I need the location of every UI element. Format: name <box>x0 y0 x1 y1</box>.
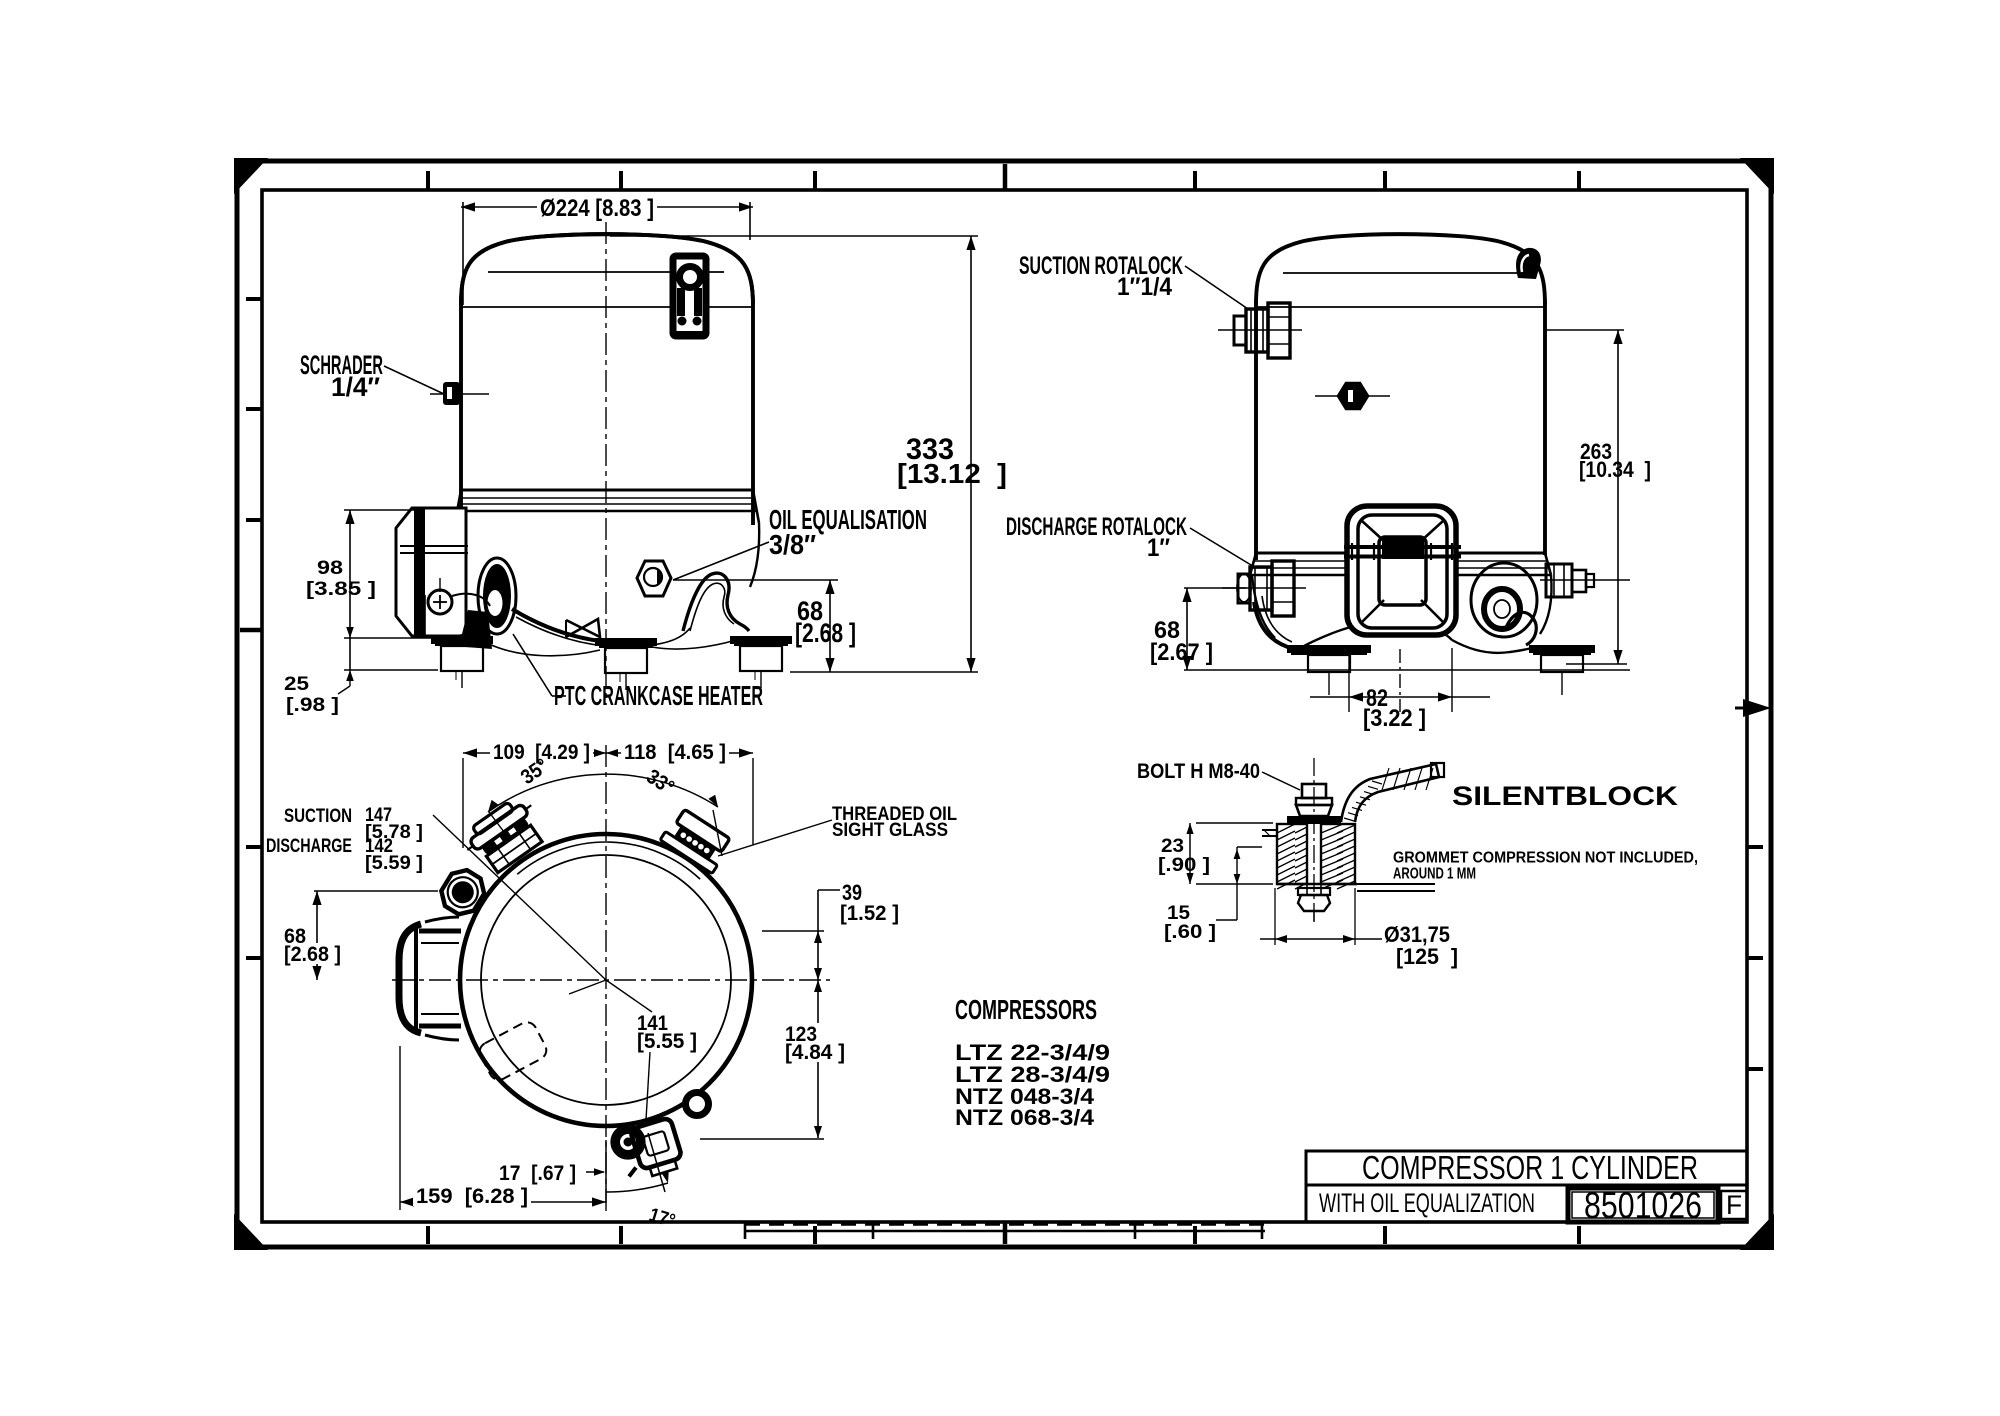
svg-text:[3.22 ]: [3.22 ] <box>1363 706 1426 732</box>
svg-text:Ø224 [8.83 ]: Ø224 [8.83 ] <box>540 196 654 222</box>
svg-text:[3.85 ]: [3.85 ] <box>306 578 376 600</box>
svg-text:THREADED OIL: THREADED OIL <box>832 803 957 825</box>
svg-text:[1.52 ]: [1.52 ] <box>840 902 899 925</box>
svg-text:8501026: 8501026 <box>1584 1184 1702 1226</box>
svg-text:BOLT H M8-40: BOLT H M8-40 <box>1137 760 1260 783</box>
svg-text:118 [4.65 ]: 118 [4.65 ] <box>624 741 726 764</box>
svg-text:[13.12 ]: [13.12 ] <box>897 458 1007 489</box>
svg-text:263: 263 <box>1580 439 1612 464</box>
svg-text:25: 25 <box>284 673 309 695</box>
svg-text:1/4″: 1/4″ <box>331 372 380 402</box>
svg-text:23: 23 <box>1161 835 1184 857</box>
svg-text:[.60 ]: [.60 ] <box>1164 921 1216 943</box>
svg-text:17 [.67 ]: 17 [.67 ] <box>499 1162 576 1185</box>
svg-text:COMPRESSOR 1 CYLINDER: COMPRESSOR 1 CYLINDER <box>1362 1150 1698 1187</box>
svg-text:[5.59 ]: [5.59 ] <box>365 852 423 874</box>
svg-text:LTZ 28-3/4/9: LTZ 28-3/4/9 <box>955 1062 1110 1087</box>
svg-text:SCHRADER: SCHRADER <box>300 350 383 380</box>
svg-text:[2.68 ]: [2.68 ] <box>795 618 856 648</box>
svg-text:98: 98 <box>317 557 343 579</box>
svg-text:Ø31,75: Ø31,75 <box>1384 922 1450 947</box>
svg-text:68: 68 <box>284 925 306 948</box>
svg-text:LTZ 22-3/4/9: LTZ 22-3/4/9 <box>955 1040 1110 1065</box>
svg-text:[.90 ]: [.90 ] <box>1158 854 1210 876</box>
svg-text:159 [6.28 ]: 159 [6.28 ] <box>416 1185 528 1208</box>
svg-text:68: 68 <box>797 596 823 626</box>
svg-text:PTC CRANKCASE HEATER: PTC CRANKCASE HEATER <box>554 680 763 711</box>
svg-text:SUCTION: SUCTION <box>284 805 352 827</box>
svg-text:F: F <box>1726 1190 1742 1220</box>
svg-text:DISCHARGE ROTALOCK: DISCHARGE ROTALOCK <box>1006 513 1187 541</box>
svg-text:109 [4.29 ]: 109 [4.29 ] <box>493 741 590 764</box>
svg-text:WITH OIL EQUALIZATION: WITH OIL EQUALIZATION <box>1319 1188 1535 1218</box>
svg-text:SILENTBLOCK: SILENTBLOCK <box>1452 781 1678 811</box>
svg-text:82: 82 <box>1366 686 1388 712</box>
svg-text:[2.68 ]: [2.68 ] <box>284 943 341 966</box>
svg-text:[5.78 ]: [5.78 ] <box>365 821 423 843</box>
svg-text:1″: 1″ <box>1147 534 1170 562</box>
svg-text:142: 142 <box>365 835 393 857</box>
svg-text:39: 39 <box>842 880 862 905</box>
svg-text:AROUND 1 MM: AROUND 1 MM <box>1393 866 1476 883</box>
svg-text:[5.55 ]: [5.55 ] <box>637 1030 697 1053</box>
svg-text:SIGHT GLASS: SIGHT GLASS <box>832 819 948 841</box>
svg-text:NTZ 068-3/4: NTZ 068-3/4 <box>955 1105 1095 1130</box>
svg-text:[2.67 ]: [2.67 ] <box>1150 640 1213 666</box>
svg-text:3/8″: 3/8″ <box>769 529 816 560</box>
svg-text:333: 333 <box>906 434 954 466</box>
svg-text:123: 123 <box>785 1023 817 1046</box>
svg-text:141: 141 <box>637 1012 668 1035</box>
svg-text:COMPRESSORS: COMPRESSORS <box>955 994 1097 1025</box>
svg-text:[4.84 ]: [4.84 ] <box>785 1041 845 1064</box>
svg-text:OIL EQUALISATION: OIL EQUALISATION <box>769 504 927 535</box>
svg-text:SUCTION ROTALOCK: SUCTION ROTALOCK <box>1019 252 1183 280</box>
svg-text:[.98 ]: [.98 ] <box>286 694 339 716</box>
svg-text:1″1/4: 1″1/4 <box>1117 273 1172 301</box>
svg-text:GROMMET COMPRESSION NOT INCLUD: GROMMET COMPRESSION NOT INCLUDED, <box>1393 850 1698 867</box>
svg-text:15: 15 <box>1167 902 1190 924</box>
svg-text:[125 ]: [125 ] <box>1396 944 1458 969</box>
svg-text:68: 68 <box>1154 618 1180 644</box>
svg-text:NTZ 048-3/4: NTZ 048-3/4 <box>955 1084 1095 1109</box>
svg-text:[10.34 ]: [10.34 ] <box>1579 457 1651 482</box>
svg-text:147: 147 <box>365 804 392 826</box>
svg-text:DISCHARGE: DISCHARGE <box>266 835 352 857</box>
